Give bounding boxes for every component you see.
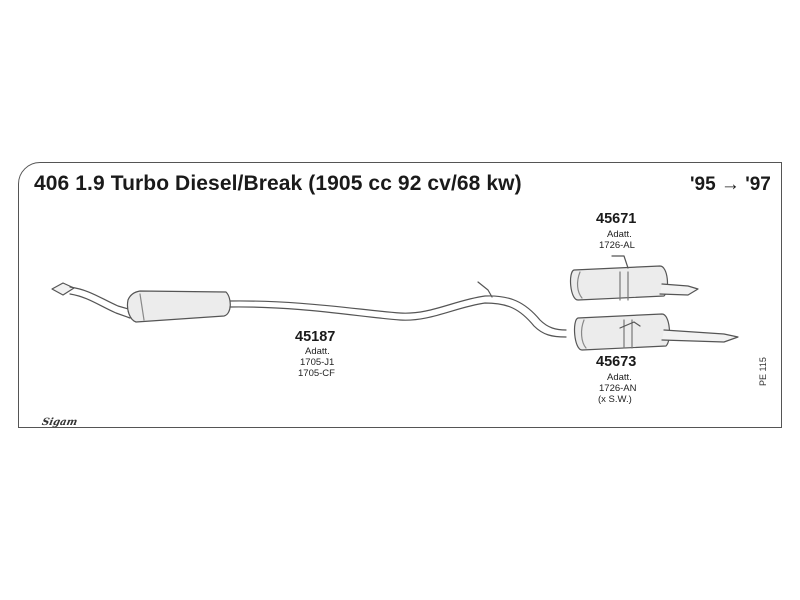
page-code: PE 115 — [758, 357, 768, 386]
part-note-45673-2: 1726-AN — [599, 383, 637, 394]
part-note-45187-2: 1705-J1 — [300, 357, 335, 368]
lower-silencer-hanger — [619, 321, 641, 329]
part-note-45673-3: (x S.W.) — [598, 394, 632, 405]
model-years: '95 → '97 — [690, 174, 771, 195]
central-silencer-45187 — [126, 290, 231, 323]
front-pipe-upper — [69, 286, 133, 311]
part-number-45673: 45673 — [596, 354, 637, 370]
upper-tailpipe — [659, 283, 699, 296]
upper-silencer-hanger — [611, 255, 629, 269]
lower-tailpipe — [661, 329, 739, 343]
part-number-45671: 45671 — [596, 211, 637, 227]
part-note-45671-2: 1726-AL — [599, 240, 635, 251]
part-note-45671-1: Adatt. — [607, 229, 632, 240]
vehicle-title: 406 1.9 Turbo Diesel/Break (1905 cc 92 c… — [34, 172, 522, 195]
middle-pipe-lower — [229, 302, 567, 338]
part-note-45673-1: Adatt. — [607, 372, 632, 383]
brand-logo: Sigam — [40, 417, 79, 428]
pipe-hanger — [477, 281, 493, 298]
middle-pipe-upper — [229, 295, 567, 331]
rear-silencer-45671 — [569, 265, 669, 301]
part-number-45187: 45187 — [295, 329, 336, 345]
part-note-45187-3: 1705-CF — [298, 368, 335, 379]
front-pipe-lower — [69, 293, 131, 319]
front-flange — [51, 282, 75, 296]
rear-silencer-45673 — [573, 313, 671, 351]
part-note-45187-1: Adatt. — [305, 346, 330, 357]
diagram-frame — [18, 162, 782, 428]
